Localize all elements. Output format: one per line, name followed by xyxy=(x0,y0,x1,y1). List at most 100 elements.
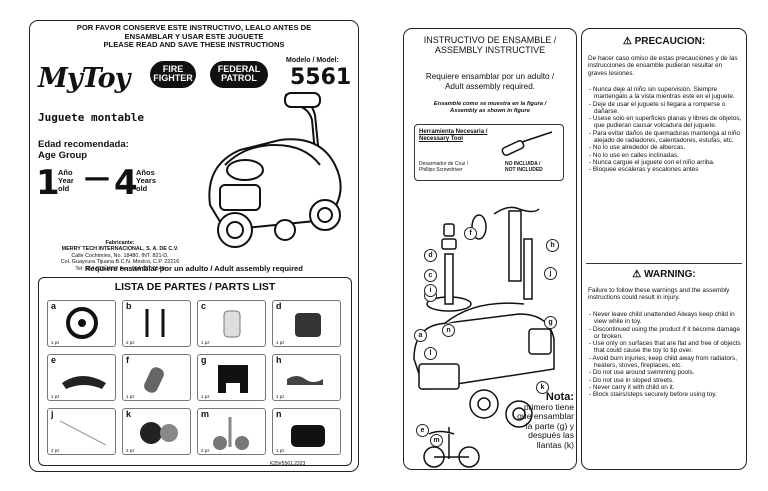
precaucion-item: - Para evitar daños de quemaduras manten… xyxy=(589,129,740,145)
part-b-icon xyxy=(145,309,165,337)
callout-g: g xyxy=(544,316,557,329)
model-label: Modelo / Model: xyxy=(286,57,339,64)
part-g-icon xyxy=(218,365,248,393)
part-k-icon xyxy=(140,422,178,444)
callout-k: k xyxy=(536,381,549,394)
parts-list: LISTA DE PARTES / PARTS LIST a 1 pz b 2 pz c… xyxy=(38,277,352,466)
part-letter: e xyxy=(51,355,57,365)
warning-item: - Do not use around swimming pools. xyxy=(589,369,695,377)
part-letter: n xyxy=(276,409,282,419)
part-c-icon xyxy=(223,310,241,338)
necessary-tool-box: Herramienta Necesaria /Necessary Tool De… xyxy=(414,124,564,181)
assembly-as-shown-note: Ensamble como se muestra en la figura /A… xyxy=(433,101,547,114)
precaucion-item: - Usese solo en superficies planas y lib… xyxy=(589,115,742,130)
part-qty: 1 pz xyxy=(126,394,135,399)
callout-m: m xyxy=(430,434,443,447)
ride-on-toy-illustration xyxy=(208,92,342,248)
part-qty: 1 pz xyxy=(51,394,60,399)
part-k: k 2 pz xyxy=(122,408,191,455)
precaucion-item: - Nunca deje al niño sin supervisión. Si… xyxy=(589,86,735,101)
section-divider xyxy=(586,263,742,264)
warning-heading: ⚠ WARNING: xyxy=(632,269,696,280)
precaucion-list: - Nunca deje al niño sin supervisión. Si… xyxy=(588,86,742,174)
part-qty: 2 pz xyxy=(126,340,135,345)
part-qty: 2 pz xyxy=(51,448,60,453)
part-b: b 2 pz xyxy=(122,300,191,347)
part-d-icon xyxy=(295,313,321,337)
warning-item: - Never carry it with child on it. xyxy=(589,383,675,391)
part-e-icon xyxy=(62,376,106,389)
assembly-title: INSTRUCTIVO DE ENSAMBLE /ASSEMBLY INSTRU… xyxy=(423,35,557,55)
part-qty: 1 pz xyxy=(201,394,210,399)
callout-n: n xyxy=(442,324,455,337)
part-qty: 1 pz xyxy=(276,340,285,345)
precaucion-item: - No lo use en calles inclinadas. xyxy=(589,151,679,159)
assembly-required-note: Requiere ensamblar por un adulto /Adult … xyxy=(425,72,555,91)
precaucion-item: - Deje de usar el juguete si llegara a r… xyxy=(589,100,726,115)
precaucion-item: - Bloquee escaleras y escalones antes xyxy=(589,166,699,174)
callout-l: l xyxy=(424,347,437,360)
age-heading: Edad recomendada: Age Group xyxy=(38,139,129,161)
part-j: j 2 pz xyxy=(47,408,116,455)
warning-item: - Never leave child unattended Always ke… xyxy=(589,311,735,326)
tool-heading: Herramienta Necesaria /Necessary Tool xyxy=(419,129,488,142)
parts-title: LISTA DE PARTES / PARTS LIST xyxy=(114,281,276,293)
warning-item: - Block stairs/steps securely before usi… xyxy=(589,391,717,399)
callout-d: d xyxy=(424,249,437,262)
cover-panel: POR FAVOR CONSERVE ESTE INSTRUCTIVO, LEA… xyxy=(29,20,359,472)
top-notice: POR FAVOR CONSERVE ESTE INSTRUCTIVO, LEA… xyxy=(76,23,312,50)
model-number: 5561 xyxy=(290,65,352,90)
precaucion-item: - No lo use alrededor de albercas. xyxy=(589,144,686,152)
assembly-panel: INSTRUCTIVO DE ENSAMBLE /ASSEMBLY INSTRU… xyxy=(403,28,577,470)
part-letter: h xyxy=(276,355,282,365)
part-letter: m xyxy=(201,409,210,419)
part-e: e 1 pz xyxy=(47,354,116,401)
part-letter: c xyxy=(201,301,207,311)
note: Nota: primero tiene que ensamblar la par… xyxy=(517,391,574,450)
part-j-icon xyxy=(59,420,107,446)
assembly-required-banner: Requiere ensamblar por un adulto / Adult… xyxy=(85,264,303,273)
brand-logo: MyToy xyxy=(38,63,130,94)
part-qty: 2 pz xyxy=(126,448,135,453)
precaucion-item: - Nunca cargue el juguete con el niño ar… xyxy=(589,158,715,166)
callout-a: a xyxy=(414,329,427,342)
part-letter: a xyxy=(51,301,57,311)
callout-j: j xyxy=(544,267,557,280)
part-qty: 1 pz xyxy=(51,340,60,345)
callout-h: h xyxy=(546,239,559,252)
part-n-icon xyxy=(291,425,325,447)
precaucion-heading: ⚠ PRECAUCION: xyxy=(622,36,706,47)
product-code: K25#5561.2323 xyxy=(270,461,306,467)
warning-intro: Failure to follow these warnings and the… xyxy=(588,287,730,302)
part-letter: f xyxy=(126,355,129,365)
part-a: a 1 pz xyxy=(47,300,116,347)
callout-c: c xyxy=(424,269,437,282)
tool-name: Desarmador de Cruz /Phillips Screwdriver xyxy=(419,161,469,173)
part-letter: k xyxy=(126,409,132,419)
screwdriver-icon xyxy=(501,131,553,157)
part-qty: 1 pz xyxy=(276,394,285,399)
tool-not-included: NO INCLUIDA /NOT INCLUDED xyxy=(505,161,543,173)
part-qty: 2 pz xyxy=(201,448,210,453)
warning-item: - Use only on surfaces that are flat and… xyxy=(589,340,741,355)
subtitle: Juguete montable xyxy=(38,111,144,124)
callout-e: e xyxy=(416,424,429,437)
warnings-panel: ⚠ PRECAUCION: De hacer caso omiso de est… xyxy=(581,28,747,470)
part-m-icon xyxy=(213,417,249,450)
part-h: h 1 pz xyxy=(272,354,341,401)
warning-item: - Do not use in sloped streets. xyxy=(589,376,674,384)
precaucion-intro: De hacer caso omiso de estas precaucione… xyxy=(588,55,738,77)
age-to: 4 xyxy=(114,163,138,203)
callout-i: i xyxy=(424,284,437,297)
warning-item: - Discontinued using the product if it b… xyxy=(589,325,740,340)
part-letter: b xyxy=(126,301,132,311)
warning-list: - Never leave child unattended Always ke… xyxy=(588,311,742,399)
part-letter: j xyxy=(51,409,54,419)
